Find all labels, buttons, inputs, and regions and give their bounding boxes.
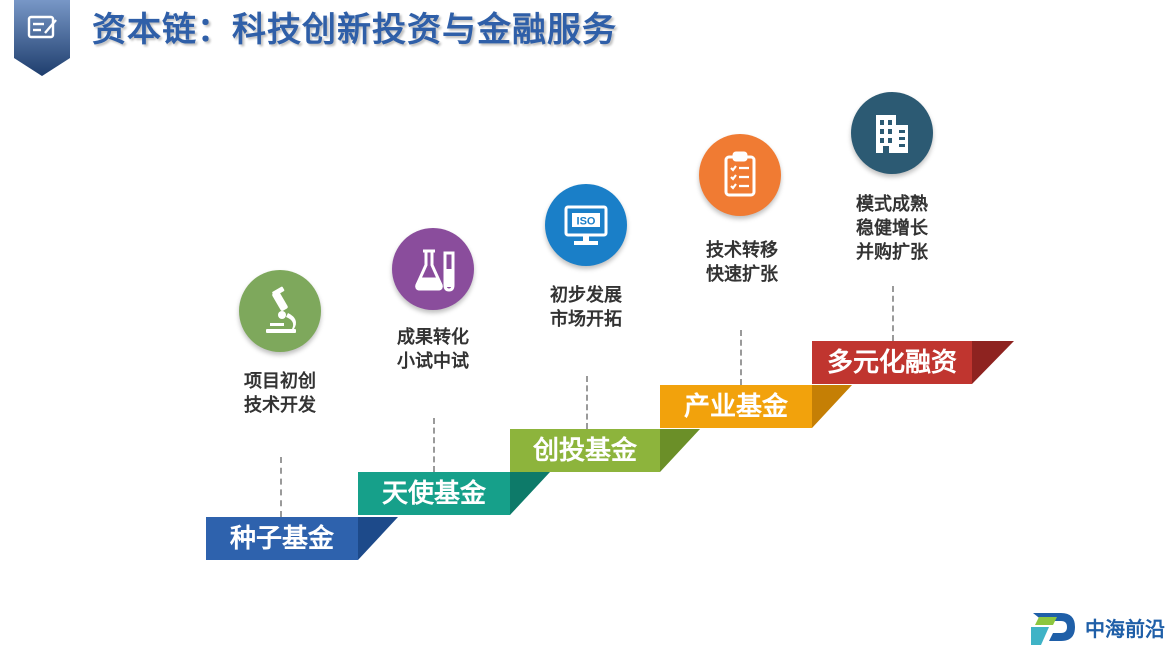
page-title: 资本链：科技创新投资与金融服务 [92,10,617,50]
stage-3-desc-line-2: 市场开拓 [550,309,622,330]
stage-3-fold [660,429,700,472]
stage-4-desc-line-2: 快速扩张 [706,264,778,285]
logo-text: 中海前沿 [1085,616,1165,641]
stage-1-label: 种子基金 [229,524,334,554]
stage-5-desc: 模式成熟 稳健增长 并购扩张 [832,193,952,265]
stage-4-desc-line-1: 技术转移 [706,240,778,261]
microscope-icon [239,270,321,352]
stage-1-desc: 项目初创 技术开发 [220,370,340,418]
stage-2-connector [433,418,435,472]
stage-3-label: 创投基金 [532,436,637,466]
stage-5-fold [972,341,1014,384]
stage-1-desc-line-1: 项目初创 [244,371,316,392]
stage-4-bar [660,385,812,428]
building-icon [851,92,933,174]
clipboard-icon [699,134,781,216]
iso-monitor-icon: ISO [545,184,627,266]
stage-5-label: 多元化融资 [826,348,957,378]
stage-2-desc-line-1: 成果转化 [397,327,469,348]
stage-5-bar [812,341,972,384]
stage-4-label: 产业基金 [683,392,788,422]
stage-5-desc-line-1: 模式成熟 [856,194,928,215]
edit-note-icon [27,15,57,39]
stage-4-connector [740,330,742,385]
stage-2-desc: 成果转化 小试中试 [373,326,493,374]
stage-5-desc-line-2: 稳健增长 [856,218,928,239]
flask-icon [392,228,474,310]
zhonghai-logo-icon [1031,613,1075,645]
stage-5-connector [892,286,894,341]
stage-3-bar [510,429,660,472]
title-badge [14,0,70,76]
stage-2-fold [510,472,550,515]
stage-4-fold [812,385,852,428]
stage-3-desc-line-1: 初步发展 [550,285,622,306]
stage-1-connector [280,457,282,517]
stage-1-bar [206,517,358,560]
stage-2-desc-line-2: 小试中试 [397,351,469,372]
company-logo: 中海前沿 [1027,606,1165,648]
stage-2-bar [358,472,510,515]
stage-1-desc-line-2: 技术开发 [244,395,316,416]
stage-5-desc-line-3: 并购扩张 [856,242,928,263]
stage-3-connector [586,376,588,429]
stage-2-label: 天使基金 [381,479,486,509]
svg-text:ISO: ISO [577,216,596,228]
title-badge-shape [14,0,70,76]
stage-1-fold [358,517,398,560]
stage-3-desc: 初步发展 市场开拓 [526,284,646,332]
stage-4-desc: 技术转移 快速扩张 [682,239,802,287]
